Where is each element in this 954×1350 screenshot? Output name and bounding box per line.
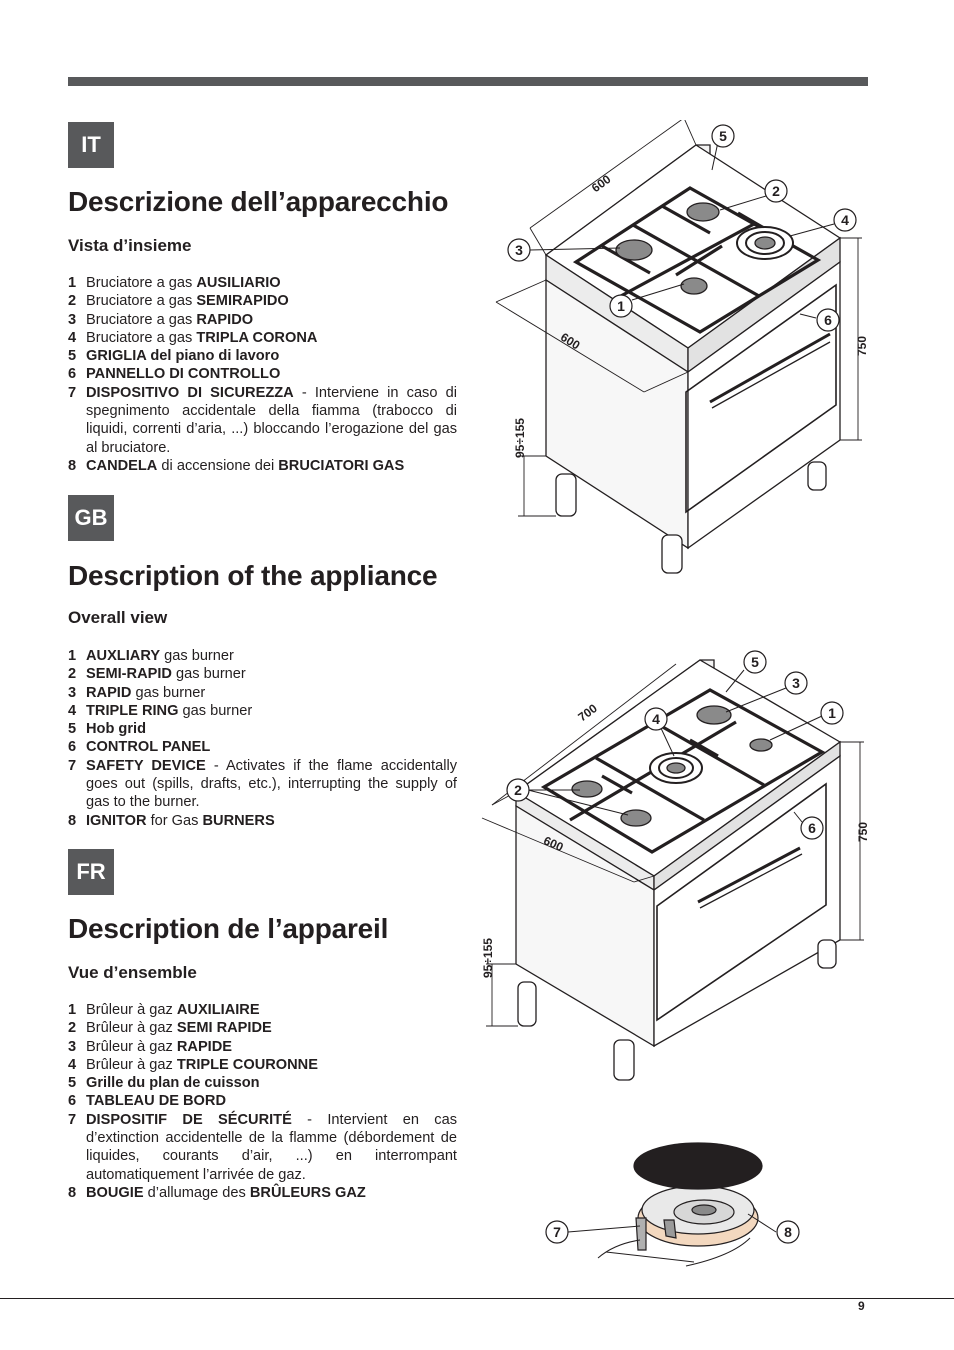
callout-6: 6 (808, 820, 816, 836)
section-title-gb: Description of the appliance (68, 560, 438, 591)
dim-width-label: 700 (575, 701, 600, 724)
callout-5: 5 (719, 128, 727, 144)
top-rule (68, 77, 868, 86)
lang-badge-gb: GB (68, 495, 114, 541)
callout-5: 5 (751, 654, 759, 670)
burner-detail-illustration: 7 8 (545, 1142, 800, 1267)
section-subtitle-it: Vista d’insieme (68, 236, 192, 255)
section-subtitle-gb: Overall view (68, 608, 168, 627)
section-title-fr: Description de l’appareil (68, 913, 389, 944)
callout-2: 2 (772, 183, 780, 199)
callout-4: 4 (841, 212, 849, 228)
dim-feet-label: 95÷155 (481, 938, 495, 978)
callout-6: 6 (824, 312, 832, 328)
dim-height-label: 750 (856, 822, 870, 842)
dim-feet-label: 95÷155 (513, 418, 527, 458)
page-number: 9 (858, 1299, 865, 1313)
callout-3: 3 (515, 242, 523, 258)
dim-width-label: 600 (589, 172, 614, 195)
callout-4: 4 (652, 711, 660, 727)
lang-badge-it: IT (68, 122, 114, 168)
lang-badge-fr: FR (68, 849, 114, 895)
callout-1: 1 (617, 298, 625, 314)
dim-height-label: 750 (855, 336, 869, 356)
section-title-it: Descrizione dell’apparecchio (68, 186, 449, 217)
callout-7: 7 (553, 1224, 561, 1240)
callout-2: 2 (514, 782, 522, 798)
footer-rule (0, 1298, 954, 1299)
callout-3: 3 (792, 675, 800, 691)
callout-8: 8 (784, 1224, 792, 1240)
callout-1: 1 (828, 705, 836, 721)
cooker-700-illustration: 700 600 750 95÷155 5 3 1 4 2 6 (481, 650, 870, 1081)
cooker-600-illustration: 600 600 750 95÷155 5 2 4 3 1 6 (495, 120, 869, 574)
section-subtitle-fr: Vue d’ensemble (68, 963, 197, 982)
